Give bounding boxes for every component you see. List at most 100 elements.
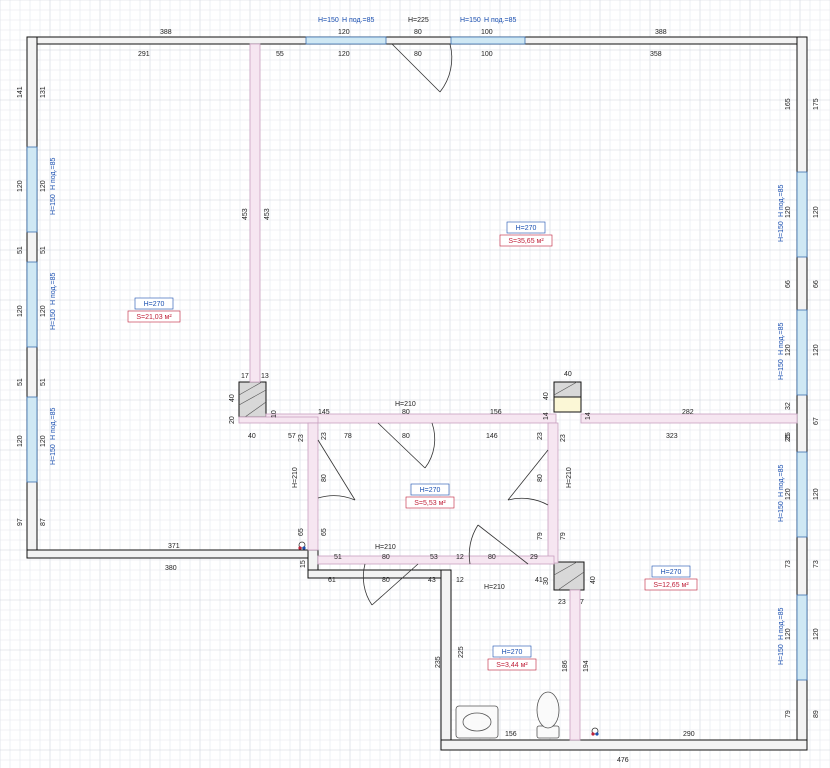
dimension-label: 145 [318,409,330,416]
window-height-label: H=150 [50,309,57,330]
dimension-label: 323 [666,433,678,440]
dimension-label: 388 [160,29,172,36]
dimension-label: 79 [785,710,792,718]
room-height-label: H=270 [502,649,523,656]
columns [238,381,585,591]
dimension-label: 30 [543,577,550,585]
door-labels: H=225 H=210 H=210 H=210 H=210 H=210 [292,17,573,591]
dimension-label: 25 [785,434,792,442]
room-label-left-room: H=270 S=21,03 м² [127,297,181,323]
dimension-label: 78 [344,433,352,440]
dimension-label: 23 [321,432,328,440]
room-label-bathroom: H=270 S=3,44 м² [487,645,537,671]
dimension-label: 89 [813,710,820,718]
dimension-label: 80 [382,577,390,584]
door-hall-right-arc [507,497,549,506]
dimension-label: 97 [17,518,24,526]
dimension-label: 282 [682,409,694,416]
window-height-label: H=150 [778,501,785,522]
door-height-label: H=210 [484,584,505,591]
dimension-label: 12 [456,554,464,561]
dimension-label: 235 [435,656,442,668]
door-hall-right-leaf [507,449,549,501]
dimension-label: 358 [650,51,662,58]
dimension-label: 194 [583,660,590,672]
dimension-label: 13 [261,373,269,380]
dimension-label: 79 [537,532,544,540]
dimension-label: 40 [564,371,572,378]
window-sill-label: H под.=85 [778,322,785,355]
door-height-label: H=210 [375,544,396,551]
dimension-label: 41 [535,577,543,584]
doors [317,43,549,606]
window-top-1 [305,36,387,45]
room-height-label: H=270 [420,487,441,494]
wall-bath-left [440,569,452,751]
dimension-label: 120 [813,344,820,356]
partitions [238,43,798,741]
dimension-label: 120 [40,180,47,192]
window-height-label: H=150 [318,17,339,24]
window-height-label: H=150 [778,221,785,242]
dimension-label: 23 [558,599,566,606]
door-height-label: H=225 [408,17,429,24]
room-area-label: S=12,65 м² [653,582,689,589]
window-right-1 [796,171,808,258]
dimension-label: 80 [414,51,422,58]
dimension-label: 40 [590,576,597,584]
window-labels: H=150 H под.=85 H=150 H под.=85 H=150 H … [50,17,785,665]
dimension-label: 80 [402,433,410,440]
dimension-label: 40 [248,433,256,440]
window-left-1 [26,146,38,233]
dimension-label: 131 [40,86,47,98]
dimension-label: 51 [40,378,47,386]
window-sill-label: H под.=85 [50,272,57,305]
window-sill-label: H под.=85 [778,464,785,497]
dimension-label: 51 [334,554,342,561]
dimension-label: 291 [138,51,150,58]
dimension-label: 476 [617,757,629,764]
door-hall-left-leaf [317,439,356,501]
door-hall-top-arc [424,422,436,469]
room-area-label: S=5,53 м² [414,500,446,507]
dimension-labels: 388 388 120 80 100 291 55 120 80 100 358… [17,29,820,764]
dimension-label: 87 [40,518,47,526]
door-bath-leaf [477,524,529,565]
dimension-label: 120 [785,628,792,640]
dimension-label: 80 [414,29,422,36]
window-sill-label: H под.=85 [778,607,785,640]
dimension-label: 120 [785,206,792,218]
dimension-label: 175 [813,98,820,110]
dimension-label: 12 [456,577,464,584]
window-sill-label: H под.=85 [778,184,785,217]
dimension-label: 156 [505,731,517,738]
dimension-label: 120 [40,305,47,317]
dimension-label: 23 [298,434,305,442]
window-height-label: H=150 [460,17,481,24]
dimension-label: 73 [813,560,820,568]
dimension-label: 73 [785,560,792,568]
dimension-label: 25 [785,432,792,440]
windows [26,36,808,681]
dimension-label: 10 [271,410,278,418]
room-height-label: H=270 [516,225,537,232]
partition-vertical-left [249,43,261,383]
dimension-label: 120 [813,206,820,218]
dimension-label: 80 [488,554,496,561]
door-hall-left-arc [317,495,356,501]
window-right-2 [796,309,808,396]
window-right-3 [796,451,808,538]
dimension-label: 14 [585,412,592,420]
door-entrance-leaf [391,43,441,93]
dimension-label: 17 [241,373,249,380]
partition-hall-right [547,422,559,564]
door-height-label: H=210 [292,467,299,488]
room-area-label: S=35,65 м² [508,238,544,245]
dimension-label: 61 [328,577,336,584]
dimension-label: 290 [683,731,695,738]
dimension-label: 14 [543,412,550,420]
dimension-label: 23 [537,432,544,440]
